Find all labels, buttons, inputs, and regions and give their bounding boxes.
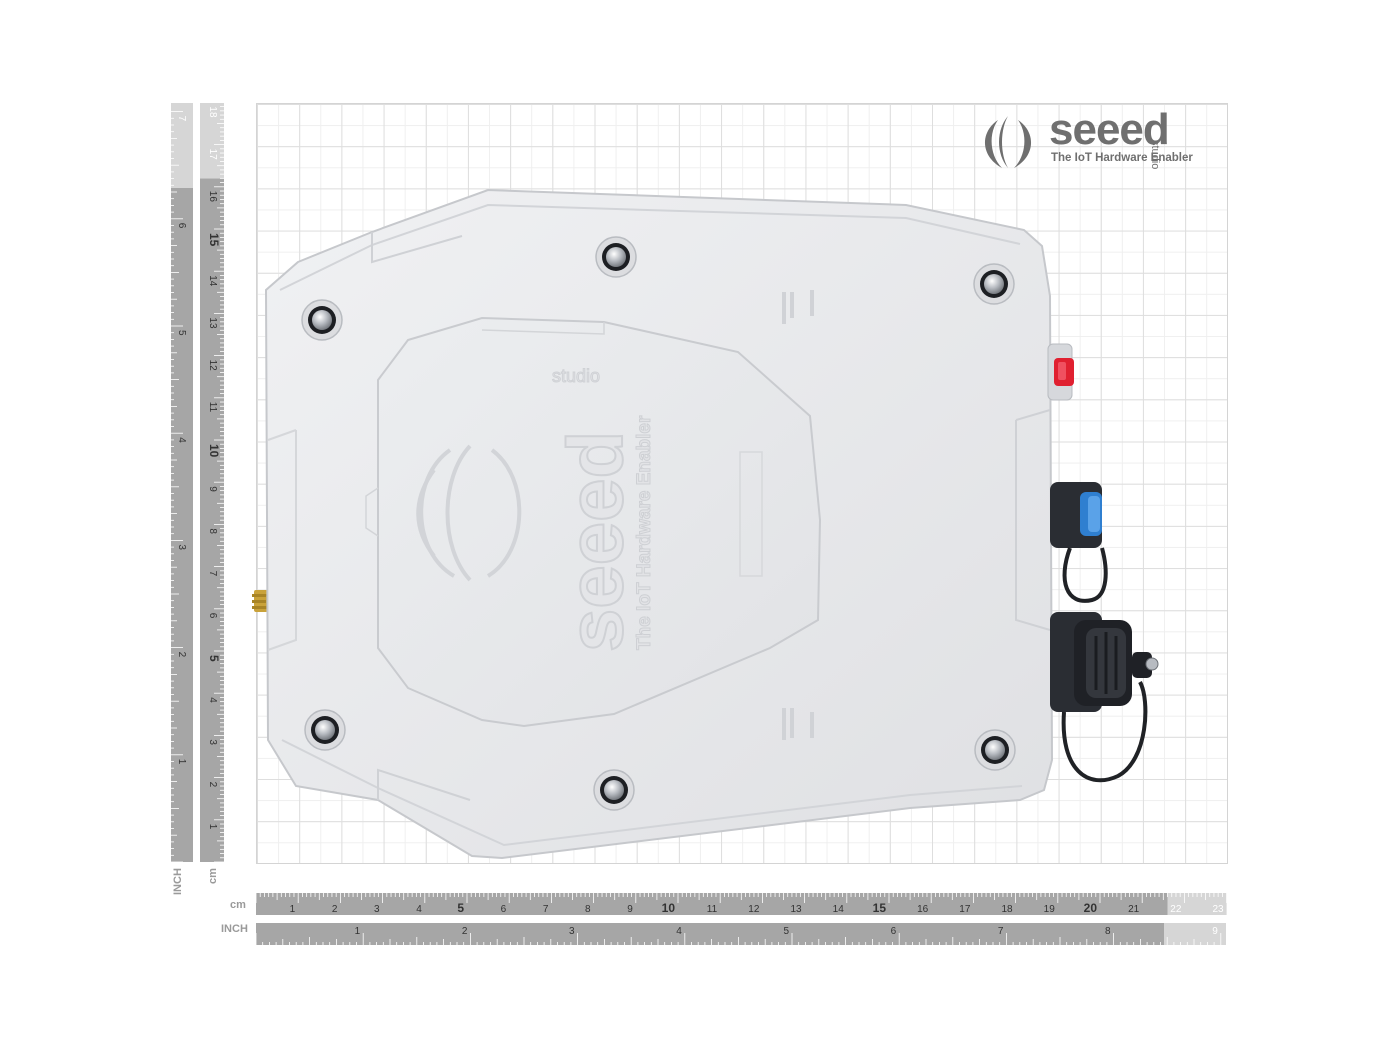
inch-tick-label: 6: [891, 926, 897, 937]
vertical-inch-tick-label: 1: [176, 759, 187, 765]
reset-button: [1047, 343, 1074, 401]
brand-tagline: The IoT Hardware Enabler: [1051, 152, 1193, 164]
vertical-inch-tick-label: 6: [176, 223, 187, 229]
cm-tick-label: 14: [833, 904, 845, 915]
vertical-inch-tick-label: 2: [176, 652, 187, 658]
seeed-logo: seeed studio The IoT Hardware Enabler: [976, 108, 1216, 170]
vent-marks-top: [782, 290, 814, 324]
vertical-cm-tick-label: 5: [207, 655, 221, 662]
vertical-cm-tick-label: 9: [207, 486, 218, 492]
emboss-brand-text: seeed: [551, 431, 639, 652]
cm-tick-label: 20: [1084, 901, 1098, 915]
inch-tick-label: 5: [783, 926, 789, 937]
cable-connector: [1050, 612, 1159, 783]
emboss-leaf-icon: [416, 444, 522, 582]
vertical-inch-tick-label: 5: [176, 330, 187, 336]
inch-tick-label: 3: [569, 926, 575, 937]
cm-tick-label: 2: [332, 904, 338, 915]
cm-tick-label: 9: [627, 904, 633, 915]
vertical-cm-tick-label: 8: [207, 528, 218, 534]
cm-tick-label: 18: [1001, 904, 1013, 915]
embossed-panel: [377, 316, 822, 728]
horizontal-inch-ruler: 1 2 3 4 5 6 7 8 9: [255, 923, 1226, 945]
vertical-cm-tick-label: 18: [207, 106, 218, 118]
cm-tick-label: 19: [1044, 904, 1056, 915]
cm-tick-label: 7: [543, 904, 549, 915]
cm-tick-label: 6: [501, 904, 507, 915]
screw-icon: [973, 263, 1015, 305]
vertical-cm-tick-label: 17: [207, 149, 218, 161]
vertical-cm-tick-label: 12: [207, 360, 218, 372]
seeed-leaf-icon: [984, 116, 1032, 168]
screw-icon: [974, 729, 1016, 771]
screw-icon: [301, 299, 343, 341]
vertical-cm-tick-label: 3: [207, 739, 218, 745]
inch-tick-label: 9: [1212, 926, 1218, 937]
inch-unit-label: INCH: [221, 923, 248, 935]
cm-tick-label: 23: [1212, 904, 1224, 915]
cm-tick-label: 17: [959, 904, 971, 915]
cm-tick-label: 12: [748, 904, 760, 915]
cm-tick-label: 10: [662, 901, 676, 915]
vertical-inch-tick-label: 4: [176, 437, 187, 443]
emboss-suffix-text: studio: [552, 366, 600, 386]
cm-tick-label: 5: [457, 901, 464, 915]
vertical-cm-tick-label: 13: [207, 317, 218, 329]
cm-unit-label: cm: [230, 899, 246, 911]
cm-tick-label: 21: [1128, 904, 1140, 915]
vertical-cm-tick-label: 2: [207, 782, 218, 788]
vertical-cm-tick-label: 14: [207, 275, 218, 287]
cm-tick-label: 3: [374, 904, 380, 915]
vertical-inch-tick-label: 3: [176, 544, 187, 550]
cm-tick-label: 8: [585, 904, 591, 915]
vertical-cm-tick-label: 11: [207, 402, 218, 413]
cm-tick-label: 22: [1170, 904, 1182, 915]
screw-icon: [304, 709, 346, 751]
vertical-cm-tick-label: 7: [207, 571, 218, 577]
brand-wordmark: seeed: [1049, 105, 1170, 154]
inch-tick-label: 8: [1105, 926, 1111, 937]
blue-connector: [1050, 482, 1108, 603]
vertical-inch-ruler: 1 2 3 4 5 6 7: [171, 103, 193, 863]
cm-tick-label: 15: [873, 901, 887, 915]
cm-tick-label: 11: [707, 904, 718, 915]
vertical-cm-tick-label: 4: [207, 697, 218, 703]
screw-icon: [593, 769, 635, 811]
inch-tick-label: 7: [998, 926, 1004, 937]
cm-tick-label: 16: [917, 904, 929, 915]
vertical-cm-tick-label: 10: [207, 444, 221, 458]
emboss-tagline-text: The IoT Hardware Enabler: [634, 415, 655, 650]
vertical-cm-tick-label: 6: [207, 613, 218, 619]
cm-tick-label: 1: [290, 904, 296, 915]
vent-marks-bottom: [782, 708, 814, 740]
inch-tick-label: 2: [462, 926, 468, 937]
vertical-cm-tick-label: 1: [207, 824, 218, 830]
vertical-cm-tick-label: 16: [207, 191, 218, 203]
inch-tick-label: 4: [676, 926, 682, 937]
vertical-inch-tick-label: 7: [176, 116, 187, 122]
screw-icon: [595, 236, 637, 278]
cm-tick-label: 13: [790, 904, 802, 915]
inch-tick-label: 1: [355, 926, 361, 937]
vertical-cm-tick-label: 15: [207, 233, 221, 247]
cm-tick-label: 4: [416, 904, 422, 915]
